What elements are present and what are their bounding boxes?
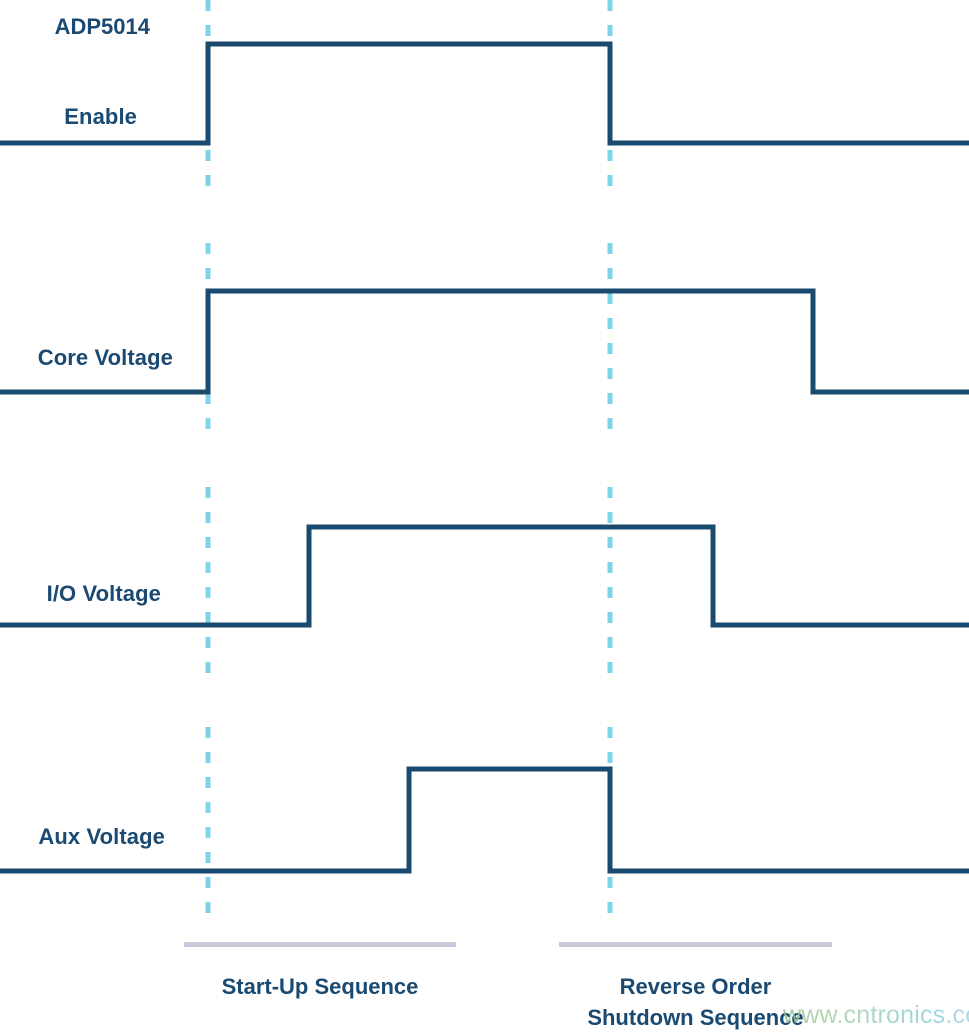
waveform-label-io-voltage: I/O Voltage xyxy=(46,581,161,606)
sequence-caption-start-up: Start-Up Sequence xyxy=(221,974,419,999)
sequence-caption-shutdown: Reverse Order Shutdown Sequence xyxy=(587,974,804,1030)
sequence-bars-group xyxy=(184,942,832,947)
waveform-traces-group xyxy=(0,41,969,874)
waveform-trace xyxy=(0,41,969,146)
waveform-trace xyxy=(0,288,969,395)
waveform-trace xyxy=(0,766,969,874)
waveform-label-core-voltage: Core Voltage xyxy=(37,345,173,370)
waveform-trace xyxy=(0,524,969,628)
waveform-label-enable: Enable xyxy=(64,104,137,129)
waveform-label-aux-voltage: Aux Voltage xyxy=(38,824,165,849)
start-up-bar xyxy=(184,942,456,947)
part-number-label: ADP5014 xyxy=(54,14,150,39)
shutdown-bar xyxy=(559,942,832,947)
